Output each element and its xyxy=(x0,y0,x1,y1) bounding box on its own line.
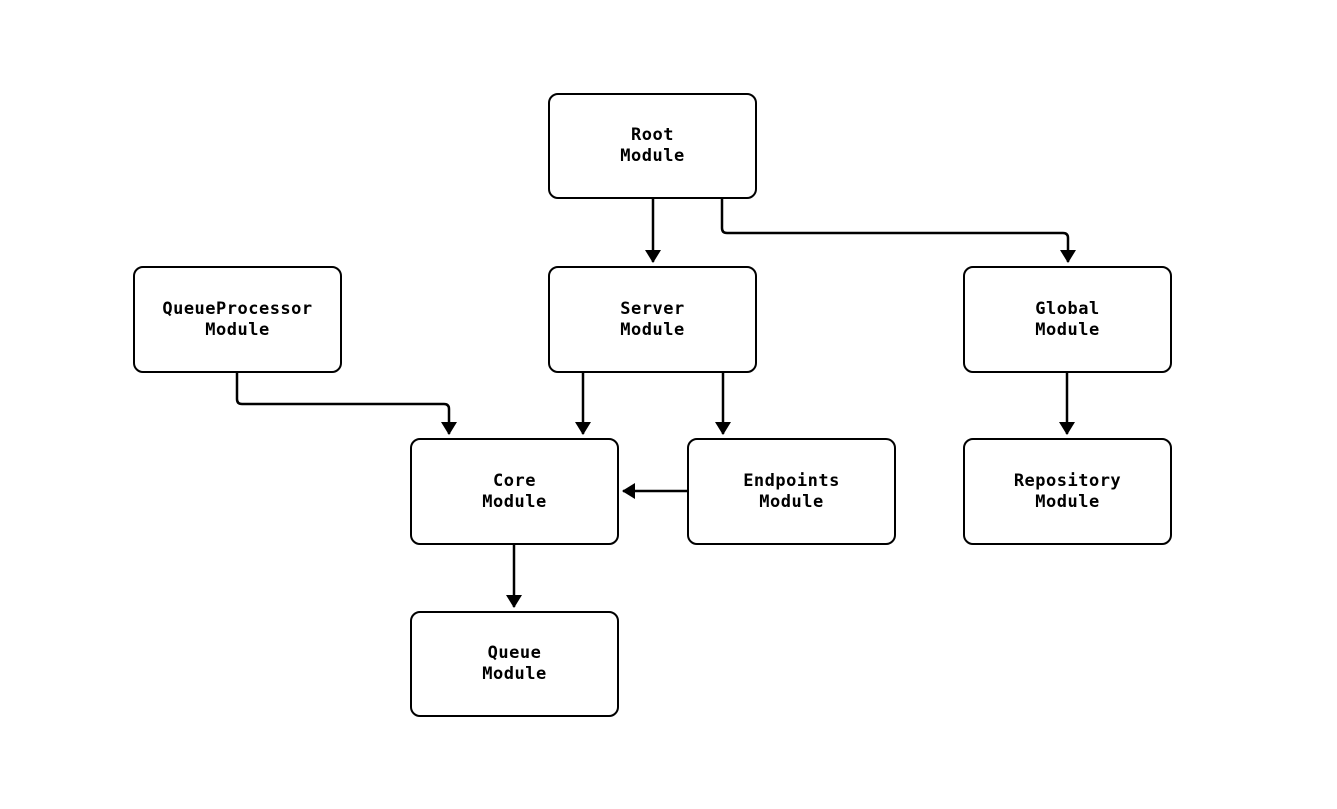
edge-queueprocessor-to-core xyxy=(235,373,457,435)
node-queue-module-label: Queue Module xyxy=(482,643,547,684)
node-repository-module-label: Repository Module xyxy=(1013,470,1122,512)
node-core-module: Core Module xyxy=(410,438,619,545)
node-server-module-label: Server Module xyxy=(620,298,685,340)
node-core-module-label: Core Module xyxy=(482,470,547,512)
node-endpoints-module-label: Endpoints Module xyxy=(743,470,840,512)
node-queue-module: Queue Module xyxy=(410,611,619,717)
edge-root-to-global xyxy=(720,199,1076,263)
node-queueprocessor-module: QueueProcessor Module xyxy=(133,266,342,373)
node-global-module-label: Global Module xyxy=(1035,298,1100,340)
node-server-module: Server Module xyxy=(548,266,757,373)
node-endpoints-module: Endpoints Module xyxy=(687,438,896,545)
node-queueprocessor-module-label: QueueProcessor Module xyxy=(162,298,313,340)
node-root-module: Root Module xyxy=(548,93,757,199)
node-global-module: Global Module xyxy=(963,266,1172,373)
node-root-module-label: Root Module xyxy=(620,125,685,166)
node-repository-module: Repository Module xyxy=(963,438,1172,545)
